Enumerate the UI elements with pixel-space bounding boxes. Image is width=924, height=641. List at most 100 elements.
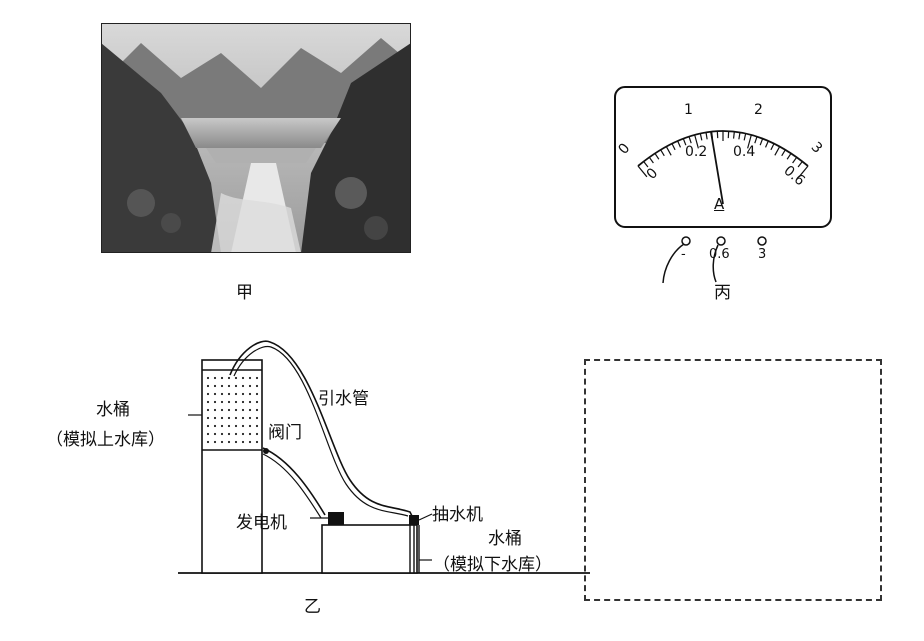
- water-dot: [248, 400, 252, 404]
- water-dot: [213, 416, 217, 420]
- water-dot: [220, 424, 224, 428]
- water-dot: [255, 416, 259, 420]
- scale-tick: [699, 133, 703, 141]
- water-dot: [234, 440, 238, 444]
- water-dot: [234, 376, 238, 380]
- water-dot: [220, 376, 224, 380]
- scale-tick: [798, 165, 809, 178]
- scale-tick: [770, 143, 775, 151]
- figure-c-caption: 乙: [304, 597, 321, 617]
- pump-label: 抽水机: [432, 505, 483, 525]
- water-dot: [213, 424, 217, 428]
- scale-tick: [774, 146, 781, 156]
- water-dot: [220, 432, 224, 436]
- water-dot: [206, 416, 210, 420]
- water-dot: [241, 384, 245, 388]
- water-dot: [248, 432, 252, 436]
- water-dot: [220, 408, 224, 412]
- water-dot: [220, 392, 224, 396]
- water-dot: [213, 392, 217, 396]
- pumped-storage-diagram: [170, 330, 590, 600]
- water-dot: [241, 432, 245, 436]
- upper-reservoir-label: （模拟上水库）: [46, 430, 165, 450]
- water-dot: [220, 384, 224, 388]
- water-dot: [213, 384, 217, 388]
- generator-label: 发电机: [236, 513, 287, 533]
- scale-tick: [732, 131, 735, 139]
- water-dot: [206, 408, 210, 412]
- water-dot: [255, 424, 259, 428]
- water-dot: [241, 376, 245, 380]
- water-dot: [255, 400, 259, 404]
- water-dot: [227, 400, 231, 404]
- scale-tick: [665, 146, 672, 156]
- scale-tick: [677, 140, 682, 148]
- water-dot: [234, 432, 238, 436]
- terminal-label-negative: -: [681, 247, 686, 262]
- water-dot: [248, 440, 252, 444]
- water-dot: [227, 424, 231, 428]
- scale-tick: [759, 138, 764, 146]
- scale-tick: [786, 153, 792, 160]
- valve-label: 阀门: [268, 423, 302, 443]
- water-dot: [227, 384, 231, 388]
- water-dot: [241, 400, 245, 404]
- scale-tick: [754, 136, 758, 144]
- water-dot: [248, 424, 252, 428]
- water-dot: [220, 400, 224, 404]
- water-dot: [234, 424, 238, 428]
- water-dot: [227, 416, 231, 420]
- scale-tick: [688, 136, 692, 144]
- water-dot: [227, 440, 231, 444]
- lower-reservoir-label: （模拟下水库）: [433, 555, 552, 575]
- meter-unit: A: [714, 195, 725, 213]
- scale-tick: [705, 132, 708, 140]
- water-dot: [248, 392, 252, 396]
- water-dot: [213, 408, 217, 412]
- scale-tick: [660, 149, 665, 157]
- water-dot: [213, 376, 217, 380]
- answer-box: [584, 359, 882, 601]
- scale-tick: [654, 153, 660, 160]
- scale-inner-0-4: 0.4: [733, 144, 756, 160]
- scale-tick: [764, 140, 769, 148]
- scale-tick: [694, 134, 699, 149]
- water-dot: [234, 384, 238, 388]
- terminal-label-0-6: 0.6: [709, 247, 730, 262]
- scale-tick: [792, 156, 798, 164]
- water-dot: [227, 432, 231, 436]
- water-dot: [234, 408, 238, 412]
- water-dot: [227, 376, 231, 380]
- water-dot: [213, 440, 217, 444]
- water-dot: [255, 392, 259, 396]
- water-dot: [255, 408, 259, 412]
- scale-tick: [781, 149, 786, 157]
- scale-tick: [648, 156, 654, 164]
- figure-b-caption: 丙: [714, 283, 731, 303]
- scale-tick: [738, 132, 741, 140]
- ammeter-face: [614, 86, 832, 228]
- water-dot: [213, 400, 217, 404]
- terminal-negative: [681, 236, 691, 246]
- pipe-label: 引水管: [318, 389, 369, 409]
- water-dot: [255, 376, 259, 380]
- scale-tick: [637, 165, 648, 178]
- water-dot: [255, 432, 259, 436]
- water-dot: [234, 400, 238, 404]
- water-dot: [213, 432, 217, 436]
- water-dot: [248, 408, 252, 412]
- scale-tick: [797, 161, 803, 168]
- water-dot: [227, 408, 231, 412]
- water-dot: [206, 376, 210, 380]
- water-dot: [234, 392, 238, 396]
- lower-bucket-label: 水桶: [488, 529, 522, 549]
- scale-tick: [671, 143, 676, 151]
- scale-outer-2: 2: [754, 102, 763, 118]
- water-dot: [206, 424, 210, 428]
- water-dot: [206, 384, 210, 388]
- terminal-label-3: 3: [758, 247, 767, 262]
- scale-inner-0-2: 0.2: [685, 144, 708, 160]
- water-dot: [206, 432, 210, 436]
- water-dot: [241, 408, 245, 412]
- figure-a-caption: 甲: [236, 283, 253, 303]
